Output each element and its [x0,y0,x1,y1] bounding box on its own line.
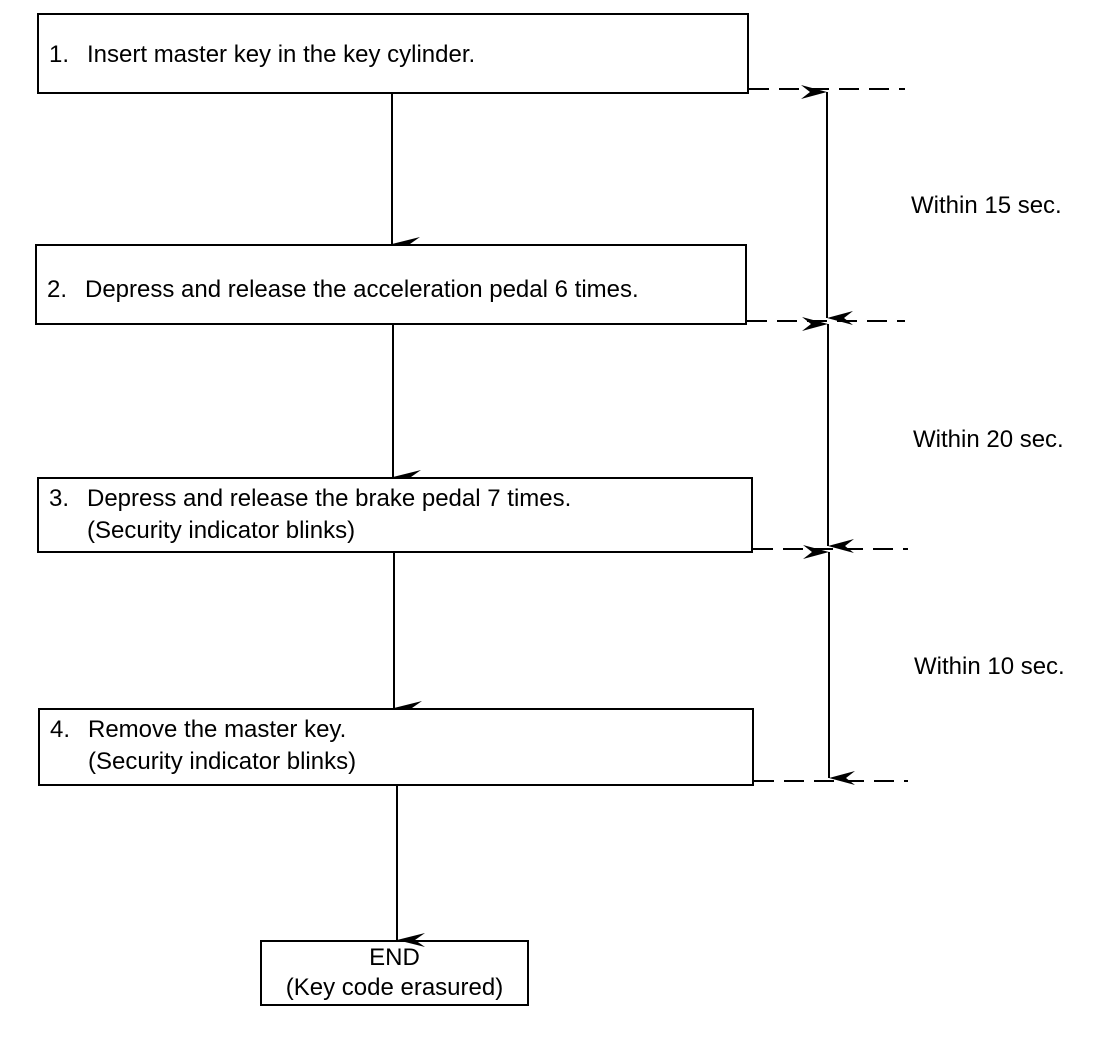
step-2-box: 2. Depress and release the acceleration … [35,244,747,325]
step-1-text: Insert master key in the key cylinder. [87,41,476,68]
step-2-text: Depress and release the acceleration ped… [85,276,639,303]
step-3-note: (Security indicator blinks) [87,517,356,544]
step-4-number: 4. [50,716,71,743]
end-title: END [369,944,420,971]
step-1-number: 1. [49,41,70,68]
time-limit-label-2: Within 20 sec. [913,426,1064,453]
step-4-note: (Security indicator blinks) [88,748,357,775]
step-4-text: Remove the master key. [88,716,347,743]
time-limit-label-3: Within 10 sec. [914,653,1065,680]
step-3-number: 3. [49,485,70,512]
step-3-text: Depress and release the brake pedal 7 ti… [87,485,572,512]
step-4-box: 4. Remove the master key. (Security indi… [38,708,754,786]
end-subtitle: (Key code erasured) [285,974,504,1001]
step-3-box: 3. Depress and release the brake pedal 7… [37,477,753,553]
end-box: END (Key code erasured) [260,940,529,1006]
step-2-number: 2. [47,276,68,303]
time-limit-label-1: Within 15 sec. [911,192,1062,219]
step-1-box: 1. Insert master key in the key cylinder… [37,13,749,94]
